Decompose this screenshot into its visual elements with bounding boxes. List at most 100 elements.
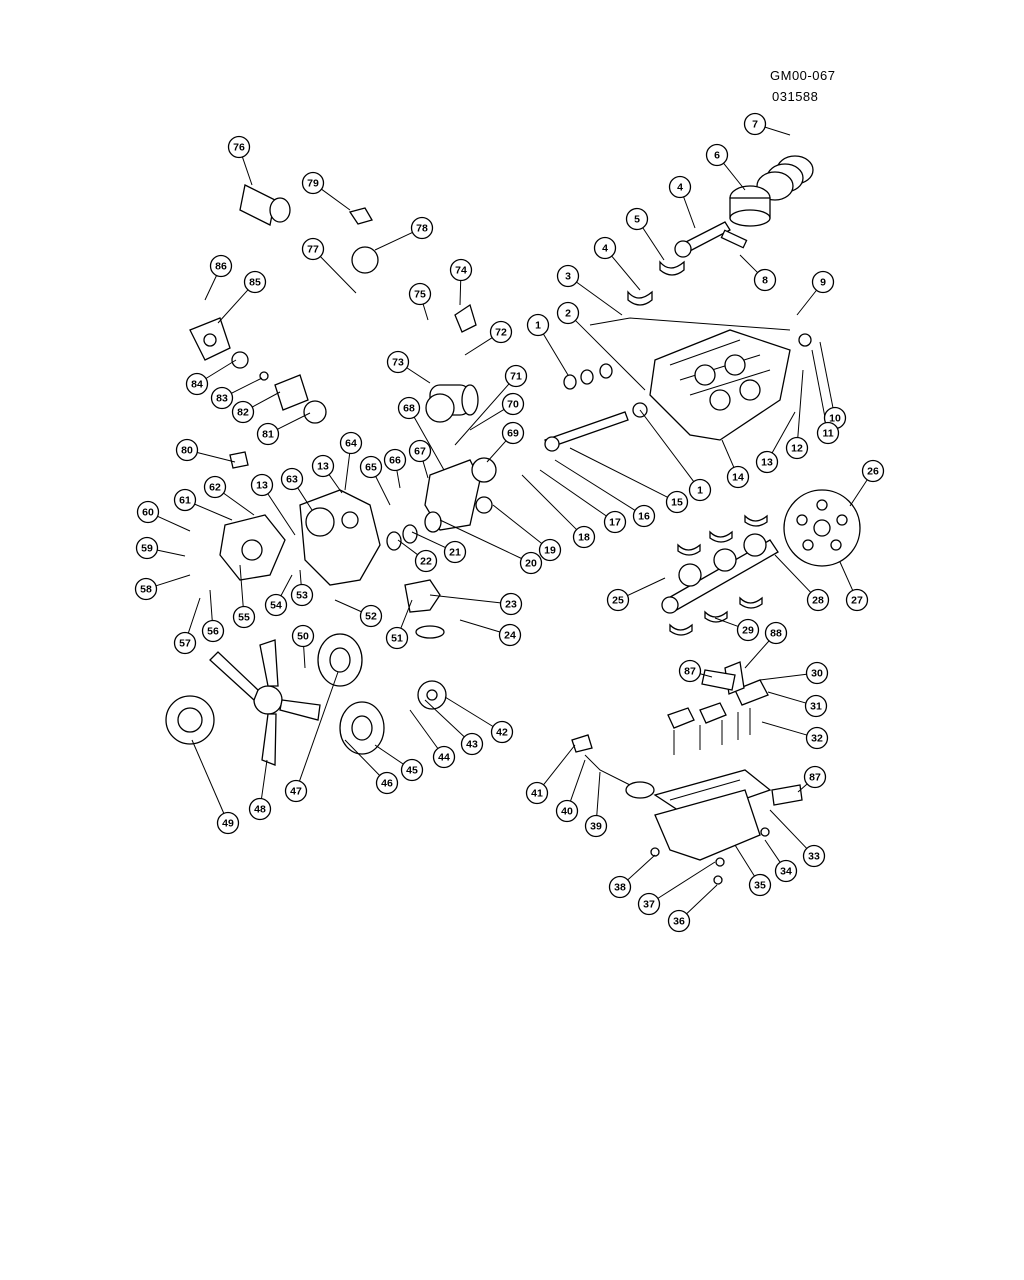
- callout-number: 1: [535, 320, 541, 332]
- callout-46: 46: [375, 771, 399, 795]
- callout-number: 71: [510, 371, 522, 383]
- callout-number: 49: [222, 818, 234, 830]
- callout-circle: [501, 421, 525, 445]
- water-pump-pulley-drawing: [317, 633, 363, 687]
- drawing-code: GM00-067: [770, 68, 836, 83]
- callout-number: 64: [345, 438, 357, 450]
- leader-line-58: [155, 574, 191, 587]
- callout-30: 30: [805, 661, 829, 685]
- seal-ring-drawing: [386, 511, 442, 551]
- callout-80: 80: [175, 438, 199, 462]
- callout-number: 62: [209, 482, 221, 494]
- callout-number: 11: [822, 428, 833, 440]
- callout-48: 48: [248, 797, 272, 821]
- callout-circle: [806, 588, 830, 612]
- water-pump-drawing: [219, 514, 286, 581]
- callout-circle: [603, 510, 627, 534]
- callout-number: 39: [590, 821, 602, 833]
- callout-12: 12: [785, 436, 809, 460]
- callout-circle: [264, 593, 288, 617]
- callout-circle: [764, 621, 788, 645]
- callout-4: 4: [668, 175, 692, 199]
- callout-number: 15: [671, 497, 683, 509]
- callout-circle: [555, 799, 579, 823]
- callout-circle: [845, 588, 869, 612]
- callout-number: 4: [602, 243, 608, 255]
- callout-circle: [688, 478, 712, 502]
- callout-number: 59: [141, 543, 153, 555]
- callout-63: 63: [280, 467, 304, 491]
- callout-number: 74: [455, 265, 467, 277]
- callout-circle: [385, 626, 409, 650]
- piston-drawing: [729, 185, 771, 227]
- callout-circle: [572, 525, 596, 549]
- callout-number: 38: [614, 882, 626, 894]
- leader-line-82: [251, 391, 281, 408]
- callout-number: 4: [677, 182, 683, 194]
- leader-line-29: [714, 617, 739, 627]
- leader-line-85: [217, 289, 249, 324]
- callout-34: 34: [774, 859, 798, 883]
- callout-circle: [525, 781, 549, 805]
- callout-47: 47: [284, 779, 308, 803]
- oil-pickup-drawing: [571, 734, 655, 799]
- callout-circle: [134, 577, 158, 601]
- callout-circle: [489, 320, 513, 344]
- callout-76: 76: [227, 135, 251, 159]
- callout-circle: [802, 844, 826, 868]
- callout-circle: [284, 779, 308, 803]
- plug-drawing: [798, 333, 812, 347]
- cam-bearings-drawing: [563, 363, 613, 390]
- callout-circle: [501, 392, 525, 416]
- callout-circle: [748, 873, 772, 897]
- callout-circle: [526, 313, 550, 337]
- starter-motor-drawing: [425, 384, 479, 423]
- callout-42: 42: [490, 720, 514, 744]
- leader-line-62: [223, 492, 255, 516]
- leader-line-66: [396, 470, 401, 489]
- callout-number: 35: [754, 880, 766, 892]
- callout-75: 75: [408, 282, 432, 306]
- washer-drawing: [715, 857, 725, 867]
- leader-line-11: [811, 349, 827, 423]
- leader-line-8: [739, 254, 758, 273]
- callout-72: 72: [489, 320, 513, 344]
- callout-number: 65: [365, 462, 377, 474]
- callout-number: 67: [414, 446, 426, 458]
- pan-bolt-drawing: [760, 827, 770, 837]
- callout-number: 2: [565, 308, 571, 320]
- callout-28: 28: [806, 588, 830, 612]
- callout-number: 48: [254, 804, 266, 816]
- leader-line-87: [699, 673, 713, 678]
- callout-number: 20: [525, 558, 537, 570]
- fan-drawing: [209, 639, 321, 766]
- callout-number: 77: [307, 244, 319, 256]
- leader-line-31: [767, 691, 807, 704]
- callout-number: 8: [762, 275, 768, 287]
- leader-line-23: [429, 594, 501, 604]
- callout-52: 52: [359, 604, 383, 628]
- callout-15: 15: [665, 490, 689, 514]
- leader-line-74: [459, 280, 462, 306]
- leader-line-34: [764, 839, 781, 863]
- callout-number: 57: [179, 638, 191, 650]
- callout-number: 69: [507, 428, 519, 440]
- callout-circle: [753, 268, 777, 292]
- leader-line-26: [849, 479, 868, 507]
- callout-number: 30: [811, 668, 823, 680]
- leader-line-40: [570, 759, 586, 802]
- leader-line-14: [721, 439, 735, 468]
- callout-circle: [504, 364, 528, 388]
- leader-line-35: [734, 844, 755, 877]
- callout-number: 1: [697, 485, 703, 497]
- cover-plate-drawing: [189, 317, 231, 361]
- leader-line-21: [411, 531, 446, 549]
- callout-circle: [375, 771, 399, 795]
- cam-sprocket-drawing: [471, 457, 497, 483]
- leader-line-25: [627, 577, 666, 597]
- callout-number: 14: [732, 472, 744, 484]
- callout-33: 33: [802, 844, 826, 868]
- leader-line-24: [459, 619, 501, 633]
- callout-circle: [490, 720, 514, 744]
- leader-line-51: [400, 599, 413, 629]
